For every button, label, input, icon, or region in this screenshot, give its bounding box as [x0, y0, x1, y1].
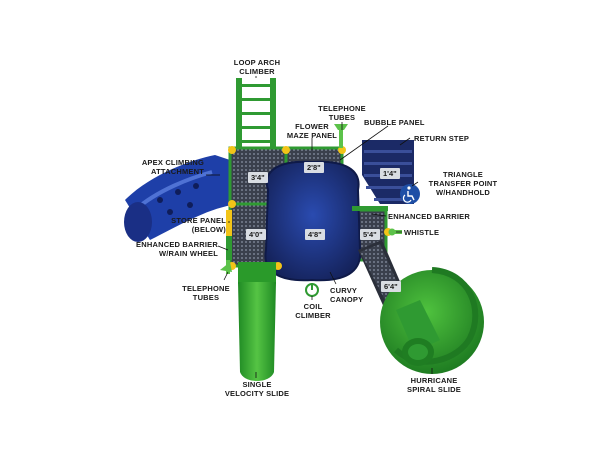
- dimension-deck-3-4: 3'4": [248, 172, 268, 183]
- label-store-panel: STORE PANEL (BELOW): [171, 216, 226, 234]
- dimension-deck-2-8: 2'8": [304, 162, 324, 173]
- dimension-deck-5-4: 5'4": [360, 229, 380, 240]
- leader-lines: [206, 76, 433, 378]
- label-curvy-canopy: CURVY CANOPY: [330, 286, 364, 304]
- label-apex-climbing-attachment: APEX CLIMBING ATTACHMENT: [141, 158, 204, 176]
- wheelchair-accessibility-icon: [400, 184, 420, 204]
- dimension-deck-4-8: 4'8": [305, 229, 325, 240]
- label-telephone-tubes-top: TELEPHONE TUBES: [318, 104, 366, 122]
- hurricane-spiral-slide: [358, 240, 484, 374]
- label-triangle-transfer-point: TRIANGLE TRANSFER POINT W/HANDHOLD: [428, 170, 498, 197]
- telephone-tube-top: [334, 124, 348, 148]
- single-velocity-slide: [238, 262, 276, 381]
- label-whistle: WHISTLE: [404, 228, 440, 237]
- label-enhanced-barrier: ENHANCED BARRIER: [388, 212, 470, 221]
- label-enhanced-barrier-rain-wheel: ENHANCED BARRIER W/RAIN WHEEL: [136, 240, 218, 258]
- label-flower-maze-panel: FLOWER MAZE PANEL: [286, 122, 338, 140]
- dimension-slide-6-4: 6'4": [381, 281, 401, 292]
- label-return-step: RETURN STEP: [414, 134, 470, 143]
- label-telephone-tubes-bottom: TELEPHONE TUBES: [182, 284, 230, 302]
- telephone-tube-bottom: [220, 258, 232, 274]
- label-bubble-panel: BUBBLE PANEL: [364, 118, 425, 127]
- enhanced-barrier-right: [352, 206, 388, 211]
- dimension-deck-4-0: 4'0": [246, 229, 266, 240]
- dimension-step-1-4: 1'4": [380, 168, 400, 179]
- loop-arch-climber: [236, 78, 276, 150]
- label-hurricane-spiral-slide: HURRICANE SPIRAL SLIDE: [407, 376, 461, 394]
- coil-climber: [305, 283, 319, 297]
- apex-climbing-attachment: [124, 155, 232, 242]
- label-coil-climber: COIL CLIMBER: [295, 302, 331, 320]
- enhanced-barrier-side: [226, 236, 232, 260]
- label-single-velocity-slide: SINGLE VELOCITY SLIDE: [224, 380, 290, 398]
- label-loop-arch-climber: LOOP ARCH CLIMBER: [233, 58, 281, 76]
